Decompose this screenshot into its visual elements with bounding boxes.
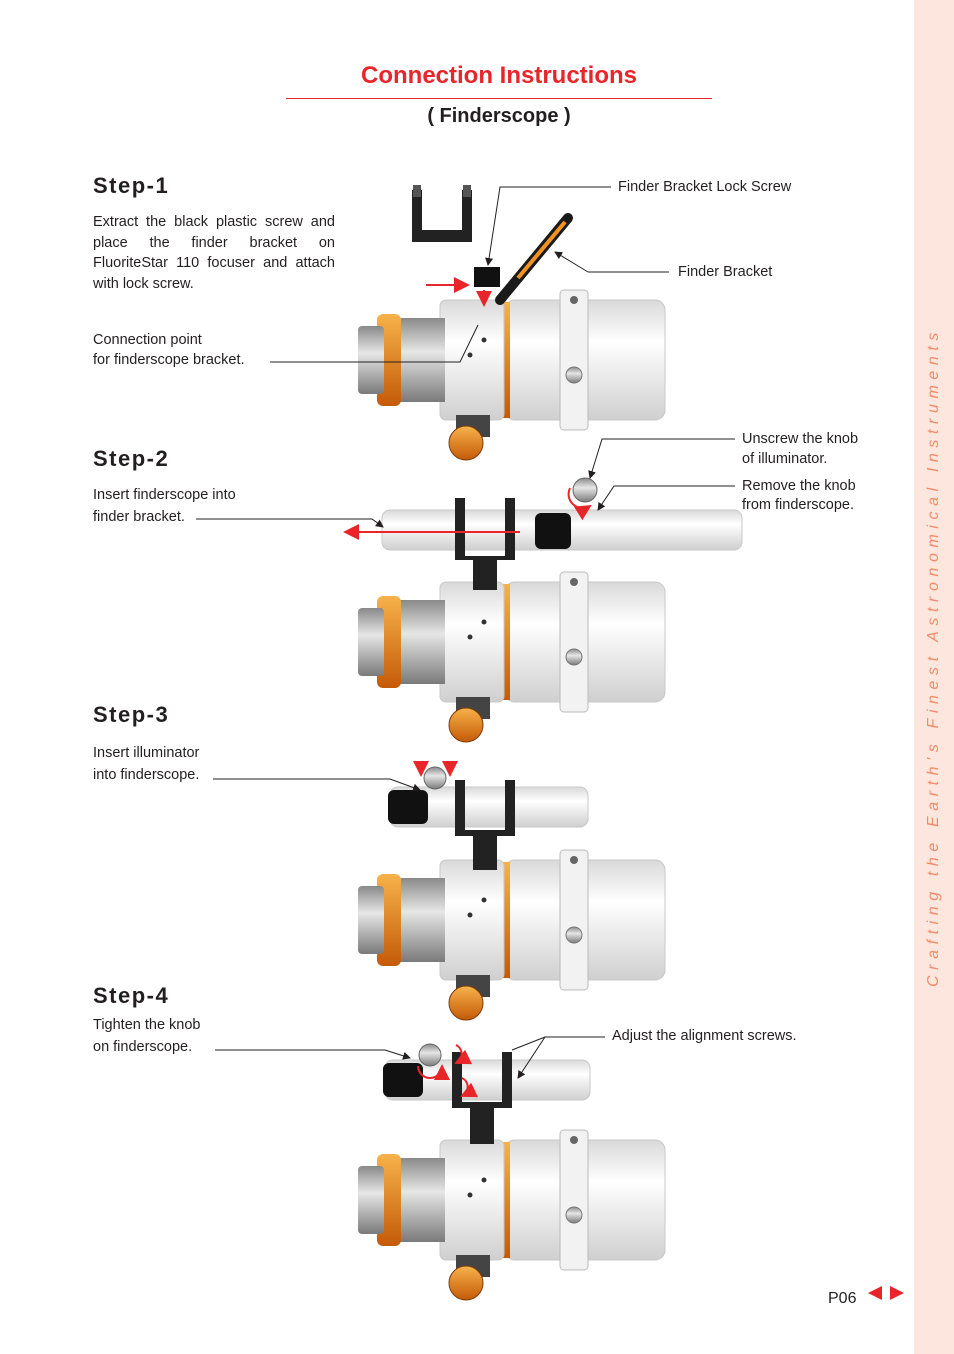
step-1-illustration [270,185,669,461]
callout-lock-screw: Finder Bracket Lock Screw [618,179,792,195]
callout-connection-line1: Connection point [93,332,202,348]
step-2-text-line2: finder bracket. [93,509,185,525]
step-3-finderscope [213,761,589,870]
step-4-illustration [357,1129,666,1301]
step-2-finderscope [196,438,743,590]
step-1-heading: Step-1 [93,173,170,198]
step-2-illustration [357,571,666,743]
step-2-heading: Step-2 [93,446,170,471]
callout-remove-line1: Remove the knob [742,478,856,494]
title-divider [286,98,712,99]
step-3-text-line2: into finderscope. [93,767,200,783]
side-band [914,0,954,1354]
callout-unscrew-line1: Unscrew the knob [742,431,859,447]
step-4-heading: Step-4 [93,983,170,1008]
step-3-text-line1: Insert illuminator [93,745,200,761]
page-title: Connection Instructions [361,62,637,89]
step-2-text-line1: Insert finderscope into [93,487,236,503]
step-1-text: Extract the black plastic screw and plac… [93,214,335,292]
step-4-text-line1: Tighten the knob [93,1017,201,1033]
step-3-heading: Step-3 [93,702,170,727]
page-subtitle: ( Finderscope ) [427,105,571,127]
callout-connection-line2: for finderscope bracket. [93,352,245,368]
page-number: P06 [828,1290,857,1307]
step-3-illustration [357,849,666,1021]
step-4-text-line2: on finderscope. [93,1039,193,1055]
callout-finder-bracket: Finder Bracket [678,264,773,280]
callout-unscrew-line2: of illuminator. [742,451,828,467]
callout-alignment-screws: Adjust the alignment screws. [612,1028,797,1044]
callout-remove-line2: from finderscope. [742,497,855,513]
step-4-finderscope [215,1036,605,1144]
triangle-right-icon [890,1286,904,1300]
triangle-left-icon [868,1286,882,1300]
